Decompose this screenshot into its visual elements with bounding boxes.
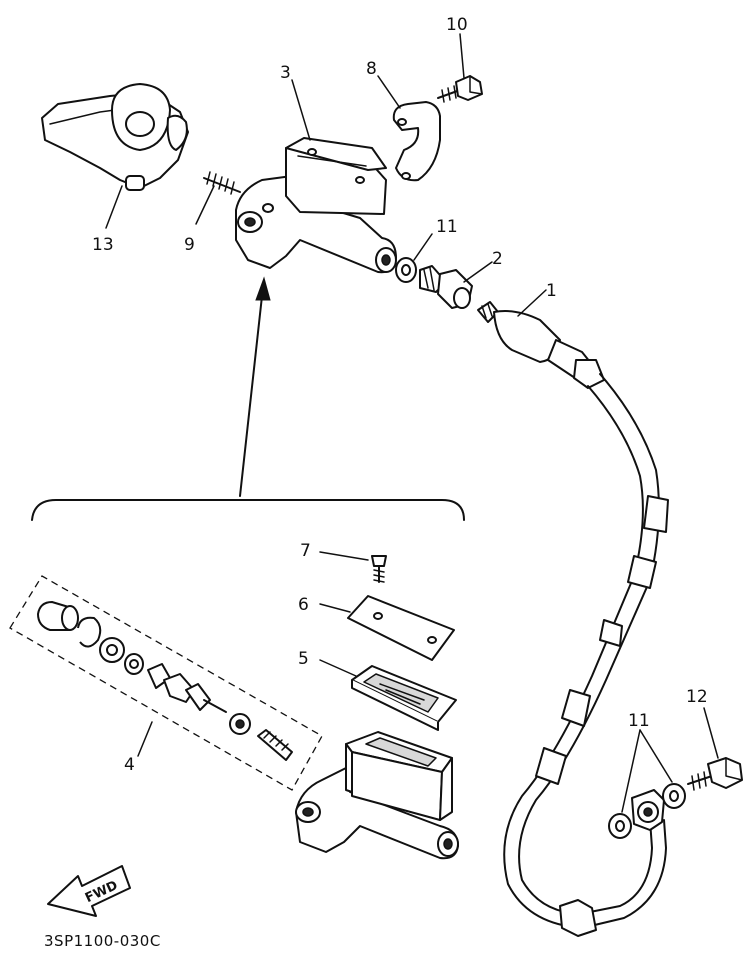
part-2-union-bolt [419, 265, 473, 309]
callout-11-bottom: 11 [628, 711, 650, 731]
part-5-diaphragm [351, 665, 457, 731]
leader-13 [105, 185, 123, 229]
leader-10 [459, 33, 465, 79]
leader-2 [463, 261, 493, 283]
callout-11-top: 11 [436, 217, 458, 237]
diagram-code: 3SP1100-030C [44, 932, 161, 950]
part-10-bolt [437, 75, 483, 103]
callout-6: 6 [298, 595, 309, 615]
leader-11-bottom-b [639, 729, 673, 783]
leader-8 [377, 75, 401, 109]
part-4-kit-outline [9, 575, 323, 791]
part-8-holder [392, 101, 441, 182]
callout-9: 9 [184, 235, 195, 255]
part-3-master-cylinder [235, 137, 397, 274]
part-12-union-bolt [687, 757, 743, 791]
callout-1: 1 [546, 281, 557, 301]
leader-4 [137, 721, 153, 757]
leader-3 [291, 79, 311, 141]
callout-8: 8 [366, 59, 377, 79]
master-cylinder-body-detail [295, 731, 459, 860]
part-4-piston-kit [37, 601, 293, 761]
leader-7 [319, 551, 369, 561]
part-11-gaskets-bottom [608, 783, 686, 839]
detail-bracket [31, 499, 465, 521]
part-11-gasket-top [395, 257, 417, 283]
callout-3: 3 [280, 63, 291, 83]
callout-5: 5 [298, 649, 309, 669]
leader-5 [319, 659, 357, 677]
leader-11-bottom-a [621, 729, 641, 813]
leader-1 [517, 289, 547, 317]
part-6-reservoir-cap [347, 595, 455, 661]
detail-pointer-arrow [239, 276, 271, 497]
leader-6 [319, 603, 351, 613]
callout-10: 10 [446, 15, 468, 35]
part-13-cover-boot [41, 83, 189, 191]
part-9-stud [203, 171, 241, 195]
fwd-direction-arrow: FWD [47, 865, 131, 917]
leader-12 [703, 707, 719, 759]
part-1-clutch-hose [477, 301, 669, 937]
callout-4: 4 [124, 755, 135, 775]
leader-11-top [413, 233, 433, 261]
callout-13: 13 [92, 235, 114, 255]
part-7-screw [371, 555, 387, 583]
callout-2: 2 [492, 249, 503, 269]
leader-9 [195, 185, 215, 225]
callout-12: 12 [686, 687, 708, 707]
callout-7: 7 [300, 541, 311, 561]
